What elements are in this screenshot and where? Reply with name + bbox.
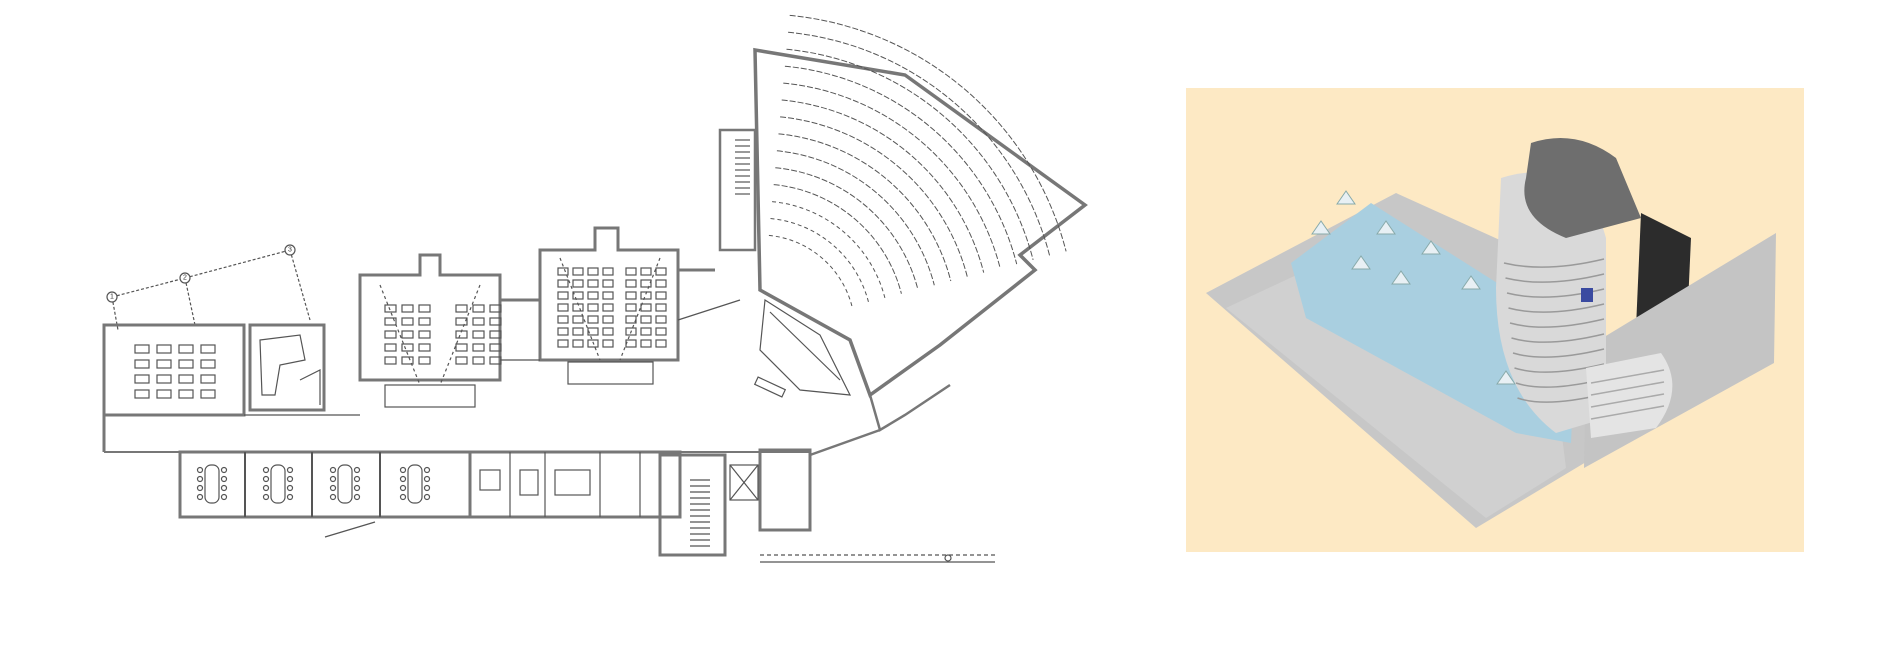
west-classroom xyxy=(102,323,326,417)
corridor xyxy=(102,268,810,453)
restrooms-block xyxy=(468,450,682,519)
grid-marker-2: 2 xyxy=(179,272,191,284)
grid-markers: 1 2 3 xyxy=(106,244,311,331)
lecture-room-2 xyxy=(538,226,680,385)
svg-text:1: 1 xyxy=(110,294,114,301)
lecture-room-1 xyxy=(358,253,502,408)
massing-rendering xyxy=(1186,88,1804,552)
curved-tower xyxy=(1496,172,1606,433)
stair-core xyxy=(658,448,995,563)
grid-marker-1: 1 xyxy=(106,291,118,303)
auditorium xyxy=(718,14,1088,457)
svg-text:3: 3 xyxy=(288,247,292,254)
grid-marker-3: 3 xyxy=(284,244,296,256)
tower-roof xyxy=(1524,138,1641,238)
meeting-rooms-row xyxy=(178,450,472,538)
svg-text:2: 2 xyxy=(183,275,187,282)
floor-plan-drawing: 1 2 3 xyxy=(102,14,1088,563)
annex-bands xyxy=(1590,369,1665,420)
entrance-accent xyxy=(1581,288,1593,302)
